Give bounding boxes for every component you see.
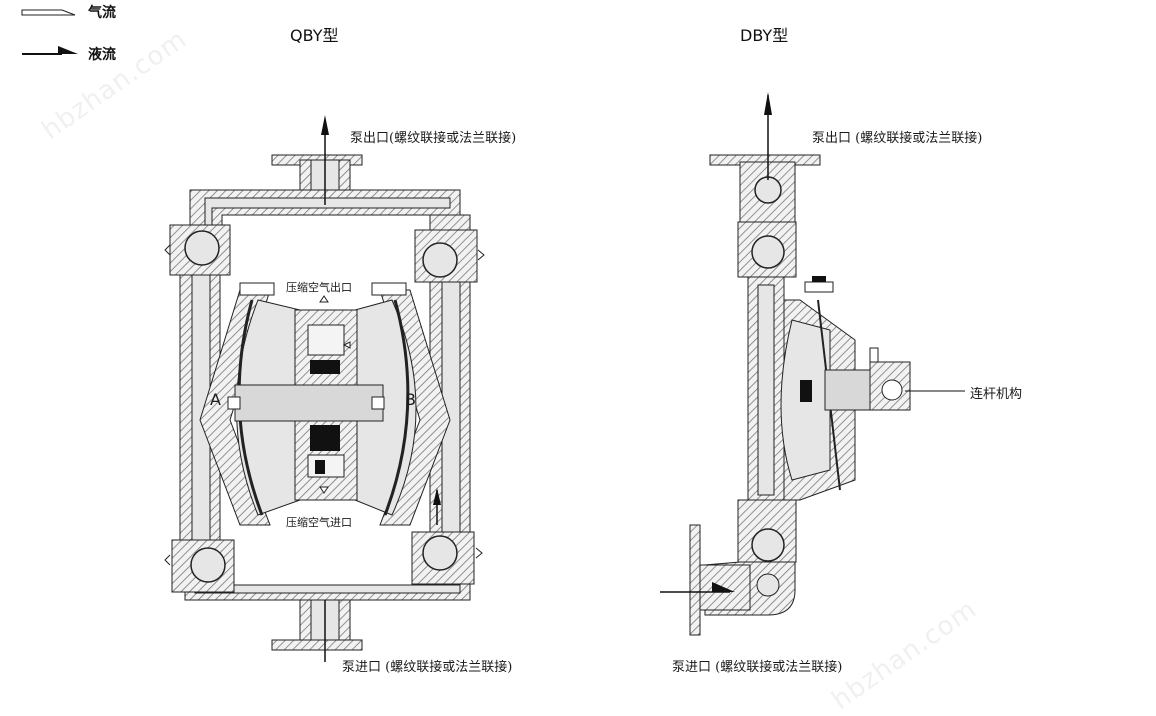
qby-air-inlet-label: 压缩空气进口 [286,516,352,529]
dby-pump [660,92,965,636]
dby-title: DBY型 [740,26,789,45]
qby-valve-top-right [414,229,478,283]
legend-liquid-label: 液流 [88,47,116,63]
qby-chamber-b-label: B [405,390,416,409]
qby-inlet-label: 泵进口 (螺纹联接或法兰联接) [342,660,513,675]
legend-liquid-arrow-icon [22,46,78,55]
qby-pump [164,115,485,662]
legend-air-label: 气流 [88,5,116,21]
qby-chamber-a-label: A [210,390,221,409]
qby-valve-bottom-left [171,539,235,593]
dby-inlet-label: 泵进口 (螺纹联接或法兰联接) [672,660,843,675]
dby-linkage-label: 连杆机构 [970,387,1023,402]
qby-title: QBY型 [290,26,339,45]
qby-air-outlet-label: 压缩空气出口 [286,281,352,294]
legend-air-arrow-icon [21,9,76,16]
qby-valve-bottom-right [411,531,475,585]
dby-outlet-label: 泵出口 (螺纹联接或法兰联接) [812,131,983,146]
qby-valve-top-left [169,224,231,276]
qby-outlet-label: 泵出口(螺纹联接或法兰联接) [350,131,517,146]
